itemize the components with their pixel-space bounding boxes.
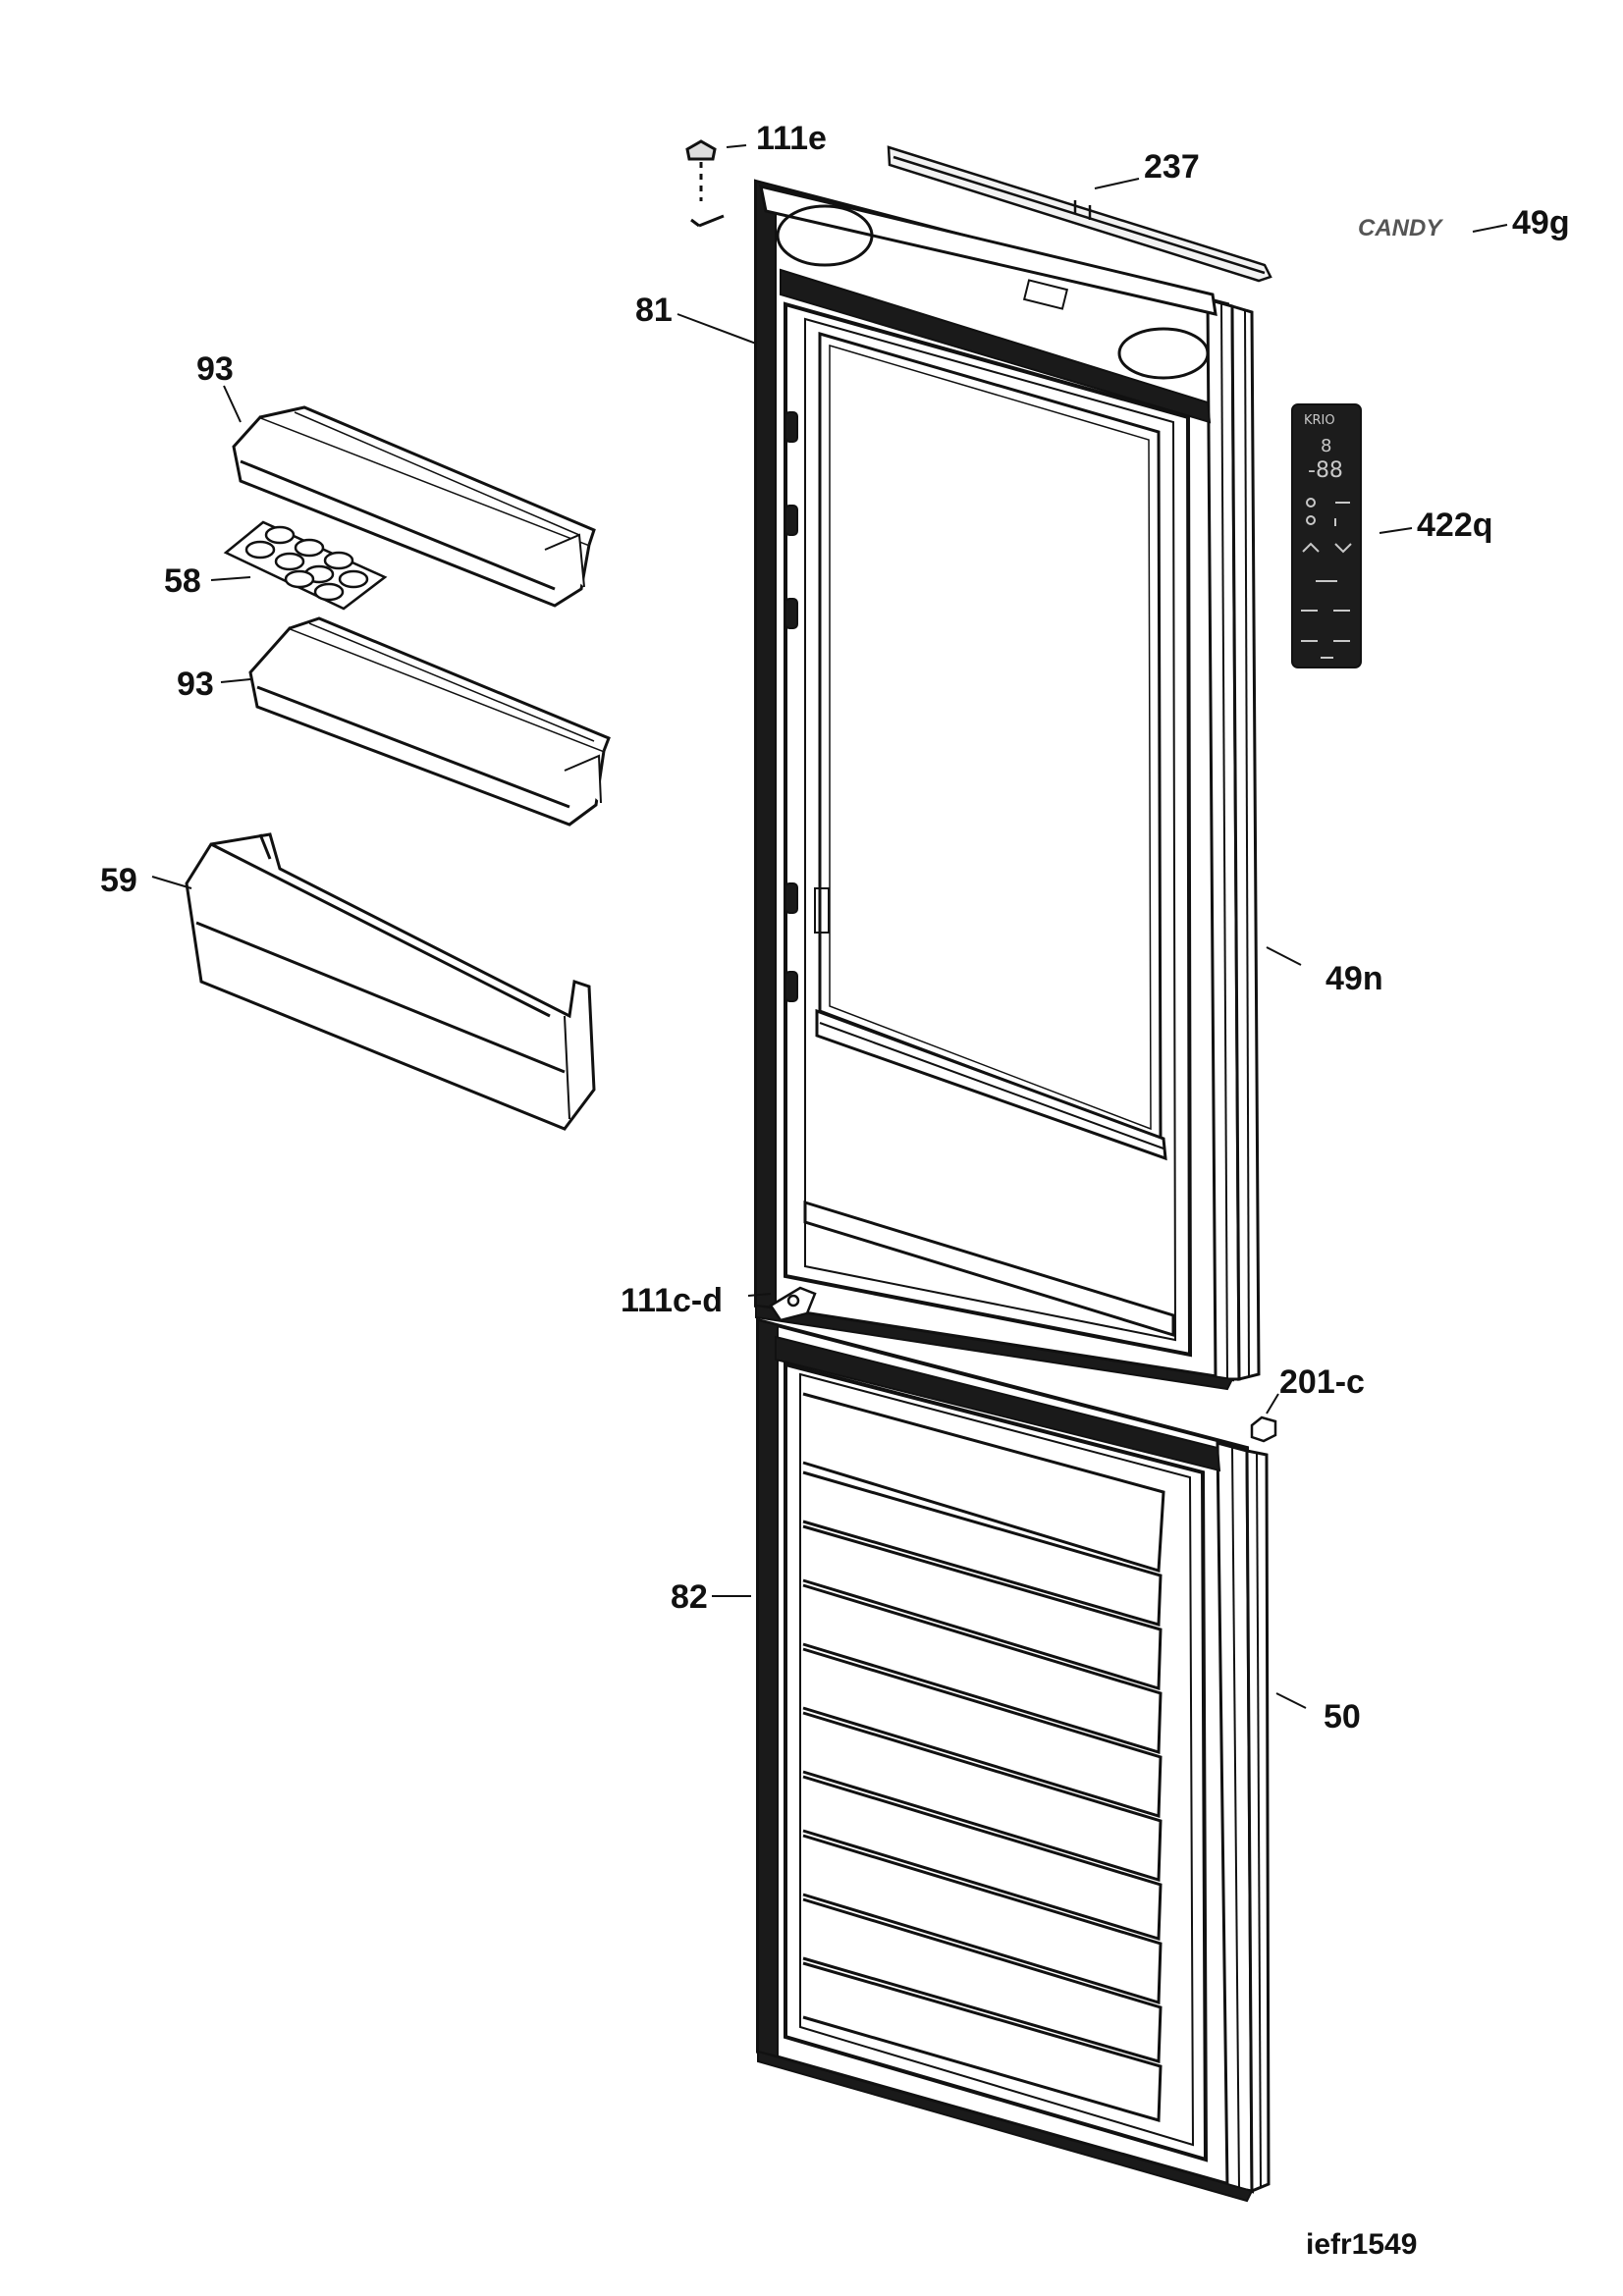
top-trim-part-237 <box>887 145 1272 283</box>
middle-hinge-part-111c-d <box>769 1286 817 1322</box>
callout-422q: 422q <box>1417 507 1493 544</box>
callout-81: 81 <box>635 292 673 329</box>
callout-58: 58 <box>164 562 201 600</box>
callout-93-upper: 93 <box>196 350 234 388</box>
callout-111e: 111e <box>756 120 827 157</box>
control-panel-part-422q: KRIO 8 -88 <box>1291 403 1362 668</box>
freezer-door-part-82 <box>756 1317 1271 2203</box>
callout-93-lower: 93 <box>177 666 214 703</box>
callout-49n: 49n <box>1325 960 1383 997</box>
panel-digit-top: 8 <box>1321 436 1331 456</box>
egg-tray-part-58 <box>223 520 388 611</box>
callout-201-c: 201-c <box>1279 1363 1365 1401</box>
panel-down-arrow-icon <box>1334 543 1352 554</box>
panel-brand-text: KRIO <box>1304 413 1335 428</box>
bottle-shelf-part-59 <box>185 832 596 1131</box>
door-shelf-part-93-upper <box>232 405 596 608</box>
bottom-pin-part-201-c <box>1250 1415 1277 1443</box>
fridge-door-part-81 <box>754 179 1261 1391</box>
candy-logo: CANDY <box>1358 215 1443 241</box>
callout-237: 237 <box>1144 148 1200 186</box>
callout-59: 59 <box>100 862 137 899</box>
callout-82: 82 <box>671 1578 708 1616</box>
panel-up-arrow-icon <box>1302 542 1320 553</box>
leader-lines <box>151 144 1508 1709</box>
callout-111c-d: 111c-d <box>621 1282 723 1319</box>
diagram-code: iefr1549 <box>1306 2228 1418 2261</box>
door-shelf-part-93-lower <box>248 616 611 827</box>
callout-50: 50 <box>1324 1698 1361 1735</box>
panel-digit-main: -88 <box>1308 458 1343 483</box>
top-hinge-part-111e <box>685 139 725 228</box>
callout-49g: 49g <box>1512 204 1570 241</box>
